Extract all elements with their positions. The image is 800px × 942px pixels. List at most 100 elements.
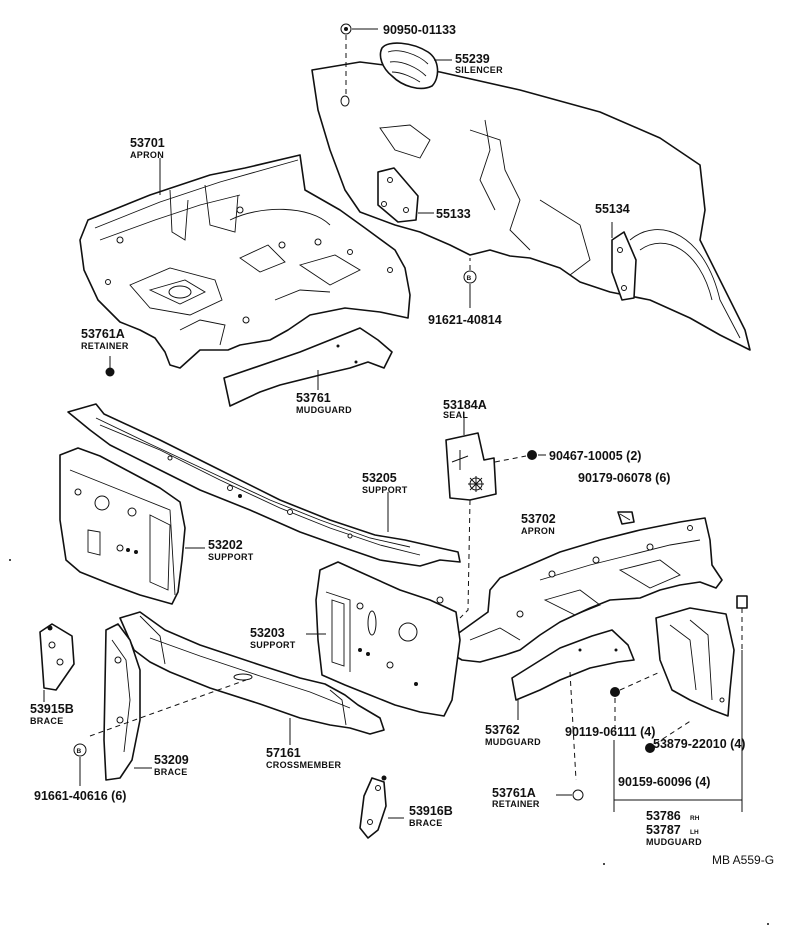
bracket-55133 bbox=[377, 167, 419, 223]
callout-53702: 53702 APRON bbox=[521, 512, 556, 536]
svg-text:53916B: 53916B bbox=[409, 804, 453, 818]
brace-53209 bbox=[103, 623, 141, 781]
svg-text:SUPPORT: SUPPORT bbox=[362, 485, 408, 495]
callout-53701: 53701 APRON bbox=[130, 136, 165, 160]
svg-text:90950-01133: 90950-01133 bbox=[383, 23, 456, 37]
svg-text:53761A: 53761A bbox=[81, 327, 125, 341]
callout-53916b: 53916B BRACE bbox=[409, 804, 453, 828]
callout-91661-40616: 91661-40616 (6) bbox=[34, 789, 126, 803]
svg-text:53203: 53203 bbox=[250, 626, 285, 640]
bracket-55134 bbox=[611, 231, 637, 301]
svg-text:53762: 53762 bbox=[485, 723, 520, 737]
svg-text:90467-10005 (2): 90467-10005 (2) bbox=[549, 449, 641, 463]
svg-text:53879-22010 (4): 53879-22010 (4) bbox=[653, 737, 745, 751]
svg-text:APRON: APRON bbox=[130, 150, 164, 160]
svg-text:SEAL: SEAL bbox=[443, 410, 468, 420]
svg-text:55134: 55134 bbox=[595, 202, 630, 216]
svg-text:53702: 53702 bbox=[521, 512, 556, 526]
svg-text:53786: 53786 bbox=[646, 809, 681, 823]
svg-text:53915B: 53915B bbox=[30, 702, 74, 716]
mudguard-53786-53787 bbox=[655, 607, 735, 717]
support-53203 bbox=[315, 561, 461, 717]
svg-text:MUDGUARD: MUDGUARD bbox=[296, 405, 352, 415]
svg-text:90159-60096 (4): 90159-60096 (4) bbox=[618, 775, 710, 789]
brace-53916b bbox=[359, 775, 387, 839]
callout-53761a-bottom: 53761A RETAINER bbox=[492, 786, 540, 809]
clip-90950 bbox=[340, 23, 352, 35]
svg-text:90179-06078 (6): 90179-06078 (6) bbox=[578, 471, 670, 485]
svg-text:MUDGUARD: MUDGUARD bbox=[485, 737, 541, 747]
callout-53209: 53209 BRACE bbox=[154, 753, 189, 777]
svg-text:53184A: 53184A bbox=[443, 398, 487, 412]
callout-53879-22010: 53879-22010 (4) bbox=[653, 737, 745, 751]
callout-53915b: 53915B BRACE bbox=[30, 702, 74, 726]
svg-text:91621-40814: 91621-40814 bbox=[428, 313, 502, 327]
callout-57161: 57161 CROSSMEMBER bbox=[266, 746, 342, 770]
svg-text:B: B bbox=[77, 748, 82, 755]
callout-53202: 53202 SUPPORT bbox=[208, 538, 254, 562]
svg-text:53787: 53787 bbox=[646, 823, 681, 837]
nut-90179 bbox=[617, 511, 635, 525]
callout-91621-40814: 91621-40814 bbox=[428, 313, 502, 327]
diagram-code: MB A559-G bbox=[712, 853, 774, 867]
callout-90179-06078: 90179-06078 (6) bbox=[578, 471, 670, 485]
svg-text:RETAINER: RETAINER bbox=[81, 341, 129, 351]
svg-text:53761A: 53761A bbox=[492, 786, 536, 800]
brace-53915b bbox=[39, 623, 75, 691]
svg-text:LH: LH bbox=[690, 829, 699, 836]
clip-53879 bbox=[736, 595, 748, 650]
support-53205 bbox=[67, 403, 461, 567]
callout-90467-10005: 90467-10005 (2) bbox=[549, 449, 641, 463]
svg-text:55133: 55133 bbox=[436, 207, 471, 221]
svg-text:B: B bbox=[467, 275, 472, 282]
svg-text:MUDGUARD: MUDGUARD bbox=[646, 837, 702, 847]
svg-text:57161: 57161 bbox=[266, 746, 301, 760]
svg-text:SUPPORT: SUPPORT bbox=[250, 640, 296, 650]
screw-90119 bbox=[610, 671, 661, 730]
svg-text:RETAINER: RETAINER bbox=[492, 799, 540, 809]
callout-53762: 53762 MUDGUARD bbox=[485, 723, 541, 747]
callout-55133: 55133 bbox=[436, 207, 471, 221]
screw-90467 bbox=[494, 450, 546, 463]
svg-text:BRACE: BRACE bbox=[409, 818, 443, 828]
callout-55239: 55239 SILENCER bbox=[455, 52, 503, 75]
clip-91661: B bbox=[73, 743, 87, 757]
svg-text:RH: RH bbox=[690, 815, 700, 822]
mudguard-53762 bbox=[511, 629, 635, 701]
svg-text:53701: 53701 bbox=[130, 136, 165, 150]
svg-text:53761: 53761 bbox=[296, 391, 331, 405]
svg-text:SILENCER: SILENCER bbox=[455, 65, 503, 75]
apron-53701 bbox=[79, 154, 411, 369]
seal-53184a bbox=[445, 432, 497, 501]
support-53202 bbox=[59, 447, 186, 605]
svg-text:53205: 53205 bbox=[362, 471, 397, 485]
svg-text:SUPPORT: SUPPORT bbox=[208, 552, 254, 562]
callout-53786-rh: 53786 RH bbox=[646, 809, 700, 823]
callout-90950-01133: 90950-01133 bbox=[383, 23, 456, 37]
screw-90159 bbox=[645, 719, 693, 753]
retainer-53761a-top bbox=[105, 356, 115, 377]
crossmember-57161 bbox=[119, 611, 385, 735]
mudguard-53761 bbox=[223, 327, 393, 407]
svg-text:91661-40616 (6): 91661-40616 (6) bbox=[34, 789, 126, 803]
svg-text:BRACE: BRACE bbox=[30, 716, 64, 726]
svg-text:90119-06111 (4): 90119-06111 (4) bbox=[565, 725, 655, 739]
svg-text:55239: 55239 bbox=[455, 52, 490, 66]
svg-text:BRACE: BRACE bbox=[154, 767, 188, 777]
callout-53761a-top: 53761A RETAINER bbox=[81, 327, 129, 351]
callout-53761: 53761 MUDGUARD bbox=[296, 391, 352, 415]
retainer-53761a-bottom bbox=[556, 789, 584, 801]
callout-90119-06111: 90119-06111 (4) bbox=[565, 725, 655, 739]
callout-53184a: 53184A SEAL bbox=[443, 398, 487, 420]
svg-text:MB A559-G: MB A559-G bbox=[712, 853, 774, 867]
silencer-part bbox=[379, 42, 439, 90]
callout-90159-60096: 90159-60096 (4) bbox=[618, 775, 710, 789]
svg-text:CROSSMEMBER: CROSSMEMBER bbox=[266, 760, 342, 770]
svg-text:53209: 53209 bbox=[154, 753, 189, 767]
callout-53205: 53205 SUPPORT bbox=[362, 471, 408, 495]
clip-91621: B bbox=[463, 270, 477, 284]
callout-53787-lh: 53787 LH MUDGUARD bbox=[646, 823, 702, 847]
callout-55134: 55134 bbox=[595, 202, 630, 216]
